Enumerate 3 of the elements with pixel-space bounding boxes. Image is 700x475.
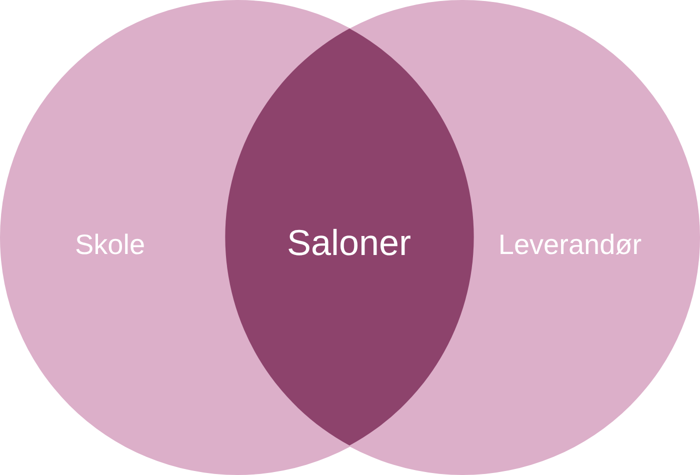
region-label: Leverandør xyxy=(498,229,642,261)
region-label: Saloner xyxy=(286,222,412,264)
region-label: Skole xyxy=(74,229,146,261)
